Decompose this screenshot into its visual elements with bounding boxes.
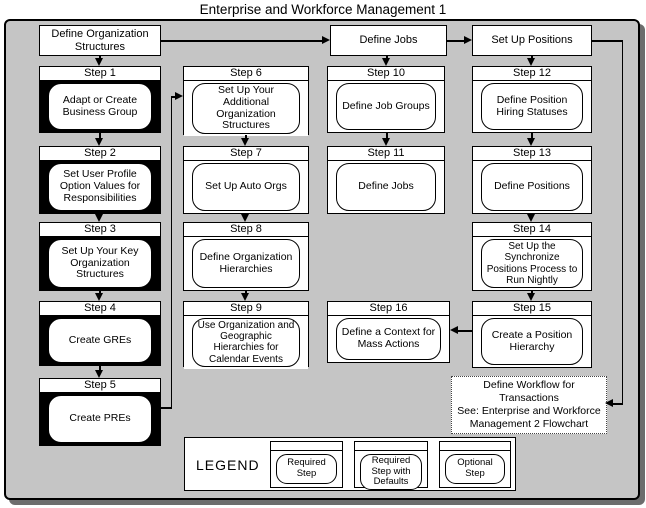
step-7-header: Step 7 [184, 147, 308, 161]
step-7-label: Set Up Auto Orgs [192, 163, 300, 211]
arrow-step10-step11-head [382, 138, 390, 146]
step-9-label: Use Organization and Geographic Hierarch… [192, 318, 300, 367]
page-title: Enterprise and Workforce Management 1 [199, 2, 447, 17]
legend-title: LEGEND [196, 457, 260, 473]
arrow-positions-note-head [605, 399, 613, 407]
step-6-label: Set Up Your Additional Organization Stru… [192, 83, 300, 134]
step-4-header: Step 4 [40, 302, 160, 316]
box-define-organization-structures: Define Organization Structures [39, 25, 161, 56]
arrow-step1-step2-line [99, 133, 101, 139]
step-3-box: Step 3 Set Up Your Key Organization Stru… [39, 222, 161, 291]
step-9-box: Step 9 Use Organization and Geographic H… [183, 301, 309, 369]
legend-required-step-header [271, 442, 342, 451]
step-6-box: Step 6 Set Up Your Additional Organizati… [183, 66, 309, 136]
step-14-box: Step 14 Set Up the Synchronize Positions… [472, 222, 592, 291]
step-3-label: Set Up Your Key Organization Structures [48, 239, 152, 288]
step-4-label: Create GREs [48, 318, 152, 363]
arrow-step5-step6-side [170, 96, 172, 408]
arrow-step15-step16-head [450, 326, 458, 334]
arrow-step14-step15-line [531, 291, 533, 294]
box-define-jobs: Define Jobs [330, 25, 447, 56]
step-15-header: Step 15 [473, 302, 591, 316]
arrow-step15-step16-line [457, 330, 472, 332]
arrow-step5-step6-head [175, 92, 183, 100]
legend-required-step-with-defaults-label: Required Step with Defaults [360, 454, 422, 490]
arrow-step7-step8-head [241, 214, 249, 222]
legend-optional-step: Optional Step [439, 441, 511, 488]
step-12-header: Step 12 [473, 67, 591, 81]
step-1-header: Step 1 [40, 67, 160, 81]
step-1-label: Adapt or Create Business Group [48, 83, 152, 130]
step-8-label: Define Organization Hierarchies [192, 239, 300, 288]
arrow-jobs-step10-head [382, 58, 390, 66]
step-14-label: Set Up the Synchronize Positions Process… [481, 239, 583, 288]
legend-required-step: Required Step [270, 441, 343, 488]
arrow-step3-step4-line [99, 291, 101, 294]
legend-required-step-with-defaults-header [355, 442, 427, 451]
step-2-header: Step 2 [40, 147, 160, 161]
step-1-box: Step 1 Adapt or Create Business Group [39, 66, 161, 133]
arrow-step8-step9-head [241, 293, 249, 301]
arrow-step14-step15-head [527, 293, 535, 301]
step-12-label: Define Position Hiring Statuses [481, 83, 583, 130]
arrow-positions-step12-head [527, 58, 535, 66]
step-10-header: Step 10 [328, 67, 444, 81]
arrow-step12-step13-line [531, 133, 533, 139]
arrow-step6-step7-head [241, 138, 249, 146]
arrow-orgstructures-jobs-head [322, 36, 330, 44]
step-10-label: Define Job Groups [336, 83, 436, 130]
step-5-label: Create PREs [48, 395, 152, 443]
arrow-jobs-positions-head [464, 36, 472, 44]
arrow-step4-step5-head [95, 370, 103, 378]
box-set-up-positions: Set Up Positions [472, 25, 592, 56]
step-2-label: Set User Profile Option Values for Respo… [48, 163, 152, 211]
step-2-box: Step 2 Set User Profile Option Values fo… [39, 146, 161, 214]
legend-required-step-label: Required Step [276, 454, 337, 484]
step-13-header: Step 13 [473, 147, 591, 161]
step-16-header: Step 16 [328, 302, 449, 316]
arrow-orgstructures-step1-head [95, 58, 103, 66]
arrow-positions-note-side [621, 40, 623, 404]
arrow-jobs-positions-line [447, 40, 465, 42]
step-9-header: Step 9 [184, 302, 308, 316]
step-16-label: Define a Context for Mass Actions [336, 318, 441, 360]
step-15-label: Create a Position Hierarchy [481, 318, 583, 365]
step-3-header: Step 3 [40, 223, 160, 237]
step-6-header: Step 6 [184, 67, 308, 81]
arrow-step5-step6-bottom [161, 407, 172, 409]
step-16-box: Step 16 Define a Context for Mass Action… [327, 301, 450, 363]
legend-optional-step-label: Optional Step [445, 454, 505, 484]
workflow-note-box: Define Workflow for Transactions See: En… [451, 376, 607, 434]
legend-required-step-with-defaults: Required Step with Defaults [354, 441, 428, 490]
legend-optional-step-header [440, 442, 510, 451]
step-11-box: Step 11 Define Jobs [327, 146, 445, 214]
step-10-box: Step 10 Define Job Groups [327, 66, 445, 133]
arrow-step1-step2-head [95, 138, 103, 146]
arrow-step2-step3-head [95, 214, 103, 222]
step-15-box: Step 15 Create a Position Hierarchy [472, 301, 592, 368]
arrow-step5-step6-top [170, 96, 177, 98]
arrow-positions-note-bottom [612, 403, 623, 405]
arrow-positions-note-top [592, 40, 623, 42]
step-11-label: Define Jobs [336, 163, 436, 211]
step-4-box: Step 4 Create GREs [39, 301, 161, 366]
step-13-label: Define Positions [481, 163, 583, 211]
arrow-step12-step13-head [527, 138, 535, 146]
arrow-step8-step9-line [245, 291, 247, 294]
arrow-step13-step14-head [527, 214, 535, 222]
arrow-step4-step5-line [99, 366, 101, 371]
step-8-box: Step 8 Define Organization Hierarchies [183, 222, 309, 291]
step-7-box: Step 7 Set Up Auto Orgs [183, 146, 309, 214]
arrow-step3-step4-head [95, 293, 103, 301]
step-11-header: Step 11 [328, 147, 444, 161]
step-14-header: Step 14 [473, 223, 591, 237]
arrow-orgstructures-jobs-line [161, 40, 323, 42]
arrow-step6-step7-line [245, 135, 247, 139]
step-5-header: Step 5 [40, 379, 160, 393]
step-12-box: Step 12 Define Position Hiring Statuses [472, 66, 592, 133]
step-5-box: Step 5 Create PREs [39, 378, 161, 446]
step-13-box: Step 13 Define Positions [472, 146, 592, 214]
arrow-step10-step11-line [386, 133, 388, 139]
step-8-header: Step 8 [184, 223, 308, 237]
